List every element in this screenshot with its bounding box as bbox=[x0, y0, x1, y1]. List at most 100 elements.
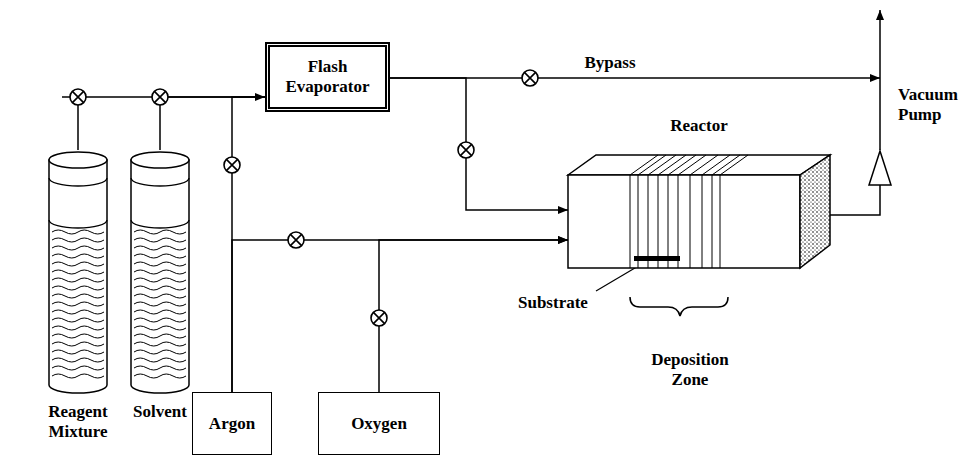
cylinder-outline bbox=[48, 150, 108, 395]
liquid-wave bbox=[52, 334, 104, 338]
gas-supply-box: Oxygen bbox=[318, 392, 440, 455]
liquid-surface bbox=[131, 220, 189, 228]
cylinder-band bbox=[131, 178, 189, 186]
reactor-top-face bbox=[568, 155, 830, 175]
flow-label: Bypass bbox=[582, 53, 637, 72]
pipe-connector bbox=[830, 185, 880, 215]
reactor-end-face bbox=[800, 155, 830, 268]
liquid-wave bbox=[134, 238, 186, 242]
liquid-wave bbox=[134, 334, 186, 338]
liquid-wave bbox=[52, 358, 104, 362]
liquid-wave bbox=[52, 230, 104, 234]
valve-symbol bbox=[458, 142, 474, 158]
liquid-wave bbox=[52, 262, 104, 266]
liquid-wave bbox=[134, 294, 186, 298]
liquid-wave bbox=[134, 254, 186, 258]
liquid-wave bbox=[52, 294, 104, 298]
evaporator-box: Flash Evaporator bbox=[265, 42, 390, 112]
edge-label-holder: Bypass bbox=[572, 53, 648, 73]
valve-symbol bbox=[224, 157, 240, 173]
liquid-wave bbox=[52, 350, 104, 354]
node-label: Oxygen bbox=[351, 414, 407, 434]
liquid-wave bbox=[52, 238, 104, 242]
cylinder-body bbox=[131, 160, 189, 393]
deposition-stripe bbox=[690, 175, 691, 268]
deposition-stripe bbox=[648, 175, 649, 268]
node-label: Reactor bbox=[568, 115, 830, 136]
pipe-connector bbox=[232, 240, 568, 392]
liquid-wave bbox=[134, 230, 186, 234]
part-label-holder: Deposition Zone bbox=[635, 350, 745, 389]
pipe-connector bbox=[232, 97, 265, 392]
liquid-wave bbox=[52, 366, 104, 370]
valve-symbol bbox=[371, 310, 387, 326]
liquid-wave bbox=[134, 302, 186, 306]
cylinder-top bbox=[131, 152, 189, 168]
liquid-wave bbox=[134, 310, 186, 314]
leader-line bbox=[596, 265, 640, 291]
liquid-wave bbox=[52, 326, 104, 330]
liquid-wave bbox=[134, 326, 186, 330]
liquid-wave bbox=[52, 270, 104, 274]
pipe-connector bbox=[160, 97, 265, 150]
deposition-stripe bbox=[630, 175, 631, 268]
vacuum-pump: Vacuum Pump bbox=[880, 70, 974, 185]
pipe-connector bbox=[78, 97, 265, 150]
liquid-wave bbox=[134, 270, 186, 274]
zone-bracket bbox=[630, 297, 728, 316]
reagent-cylinder: Reagent Mixture bbox=[48, 150, 108, 450]
liquid-wave bbox=[134, 350, 186, 354]
deposition-stripe bbox=[630, 155, 658, 175]
liquid-wave bbox=[52, 286, 104, 290]
pipe-connector bbox=[379, 240, 568, 392]
deposition-stripe bbox=[668, 175, 669, 268]
node-label: Argon bbox=[209, 414, 255, 434]
reactor-outline bbox=[568, 115, 830, 270]
liquid-wave bbox=[134, 374, 186, 378]
reactor-front-face bbox=[568, 175, 800, 268]
deposition-stripe bbox=[720, 175, 721, 268]
liquid-wave bbox=[52, 302, 104, 306]
cylinder-top bbox=[49, 152, 107, 168]
valve-symbol bbox=[288, 232, 304, 248]
deposition-stripe bbox=[638, 175, 639, 268]
cylinder-outline bbox=[130, 150, 190, 395]
liquid-surface bbox=[49, 220, 107, 228]
valve-symbol bbox=[70, 89, 86, 105]
exhaust-line bbox=[879, 10, 881, 150]
pump-symbol bbox=[868, 150, 892, 186]
liquid-wave bbox=[134, 246, 186, 250]
cylinder-body bbox=[49, 160, 107, 393]
liquid-wave bbox=[52, 310, 104, 314]
deposition-stripe bbox=[702, 175, 703, 268]
node-label: Flash Evaporator bbox=[274, 57, 381, 96]
deposition-stripe bbox=[678, 155, 706, 175]
liquid-wave bbox=[52, 246, 104, 250]
liquid-wave bbox=[52, 342, 104, 346]
deposition-stripe bbox=[712, 175, 713, 268]
pipe-connector bbox=[390, 78, 568, 210]
deposition-stripe bbox=[678, 175, 679, 268]
part-label: Deposition Zone bbox=[635, 350, 745, 389]
valve-symbol bbox=[522, 70, 538, 86]
gas-supply-box: Argon bbox=[192, 392, 272, 455]
liquid-wave bbox=[134, 278, 186, 282]
pump-triangle bbox=[869, 151, 891, 185]
reactor-chamber: Reactor bbox=[568, 115, 830, 270]
liquid-wave bbox=[134, 366, 186, 370]
deposition-stripe bbox=[658, 175, 659, 268]
part-label: Substrate bbox=[518, 293, 598, 313]
solvent-cylinder: Solvent bbox=[130, 150, 190, 450]
part-label-holder: Substrate bbox=[518, 293, 598, 313]
valve-symbol bbox=[152, 89, 168, 105]
liquid-wave bbox=[134, 262, 186, 266]
liquid-wave bbox=[52, 278, 104, 282]
cylinder-band bbox=[49, 178, 107, 186]
liquid-wave bbox=[134, 318, 186, 322]
deposition-stripe bbox=[712, 155, 740, 175]
liquid-wave bbox=[134, 342, 186, 346]
deposition-stripe bbox=[690, 155, 718, 175]
liquid-wave bbox=[134, 286, 186, 290]
node-label: Vacuum Pump bbox=[898, 85, 972, 124]
